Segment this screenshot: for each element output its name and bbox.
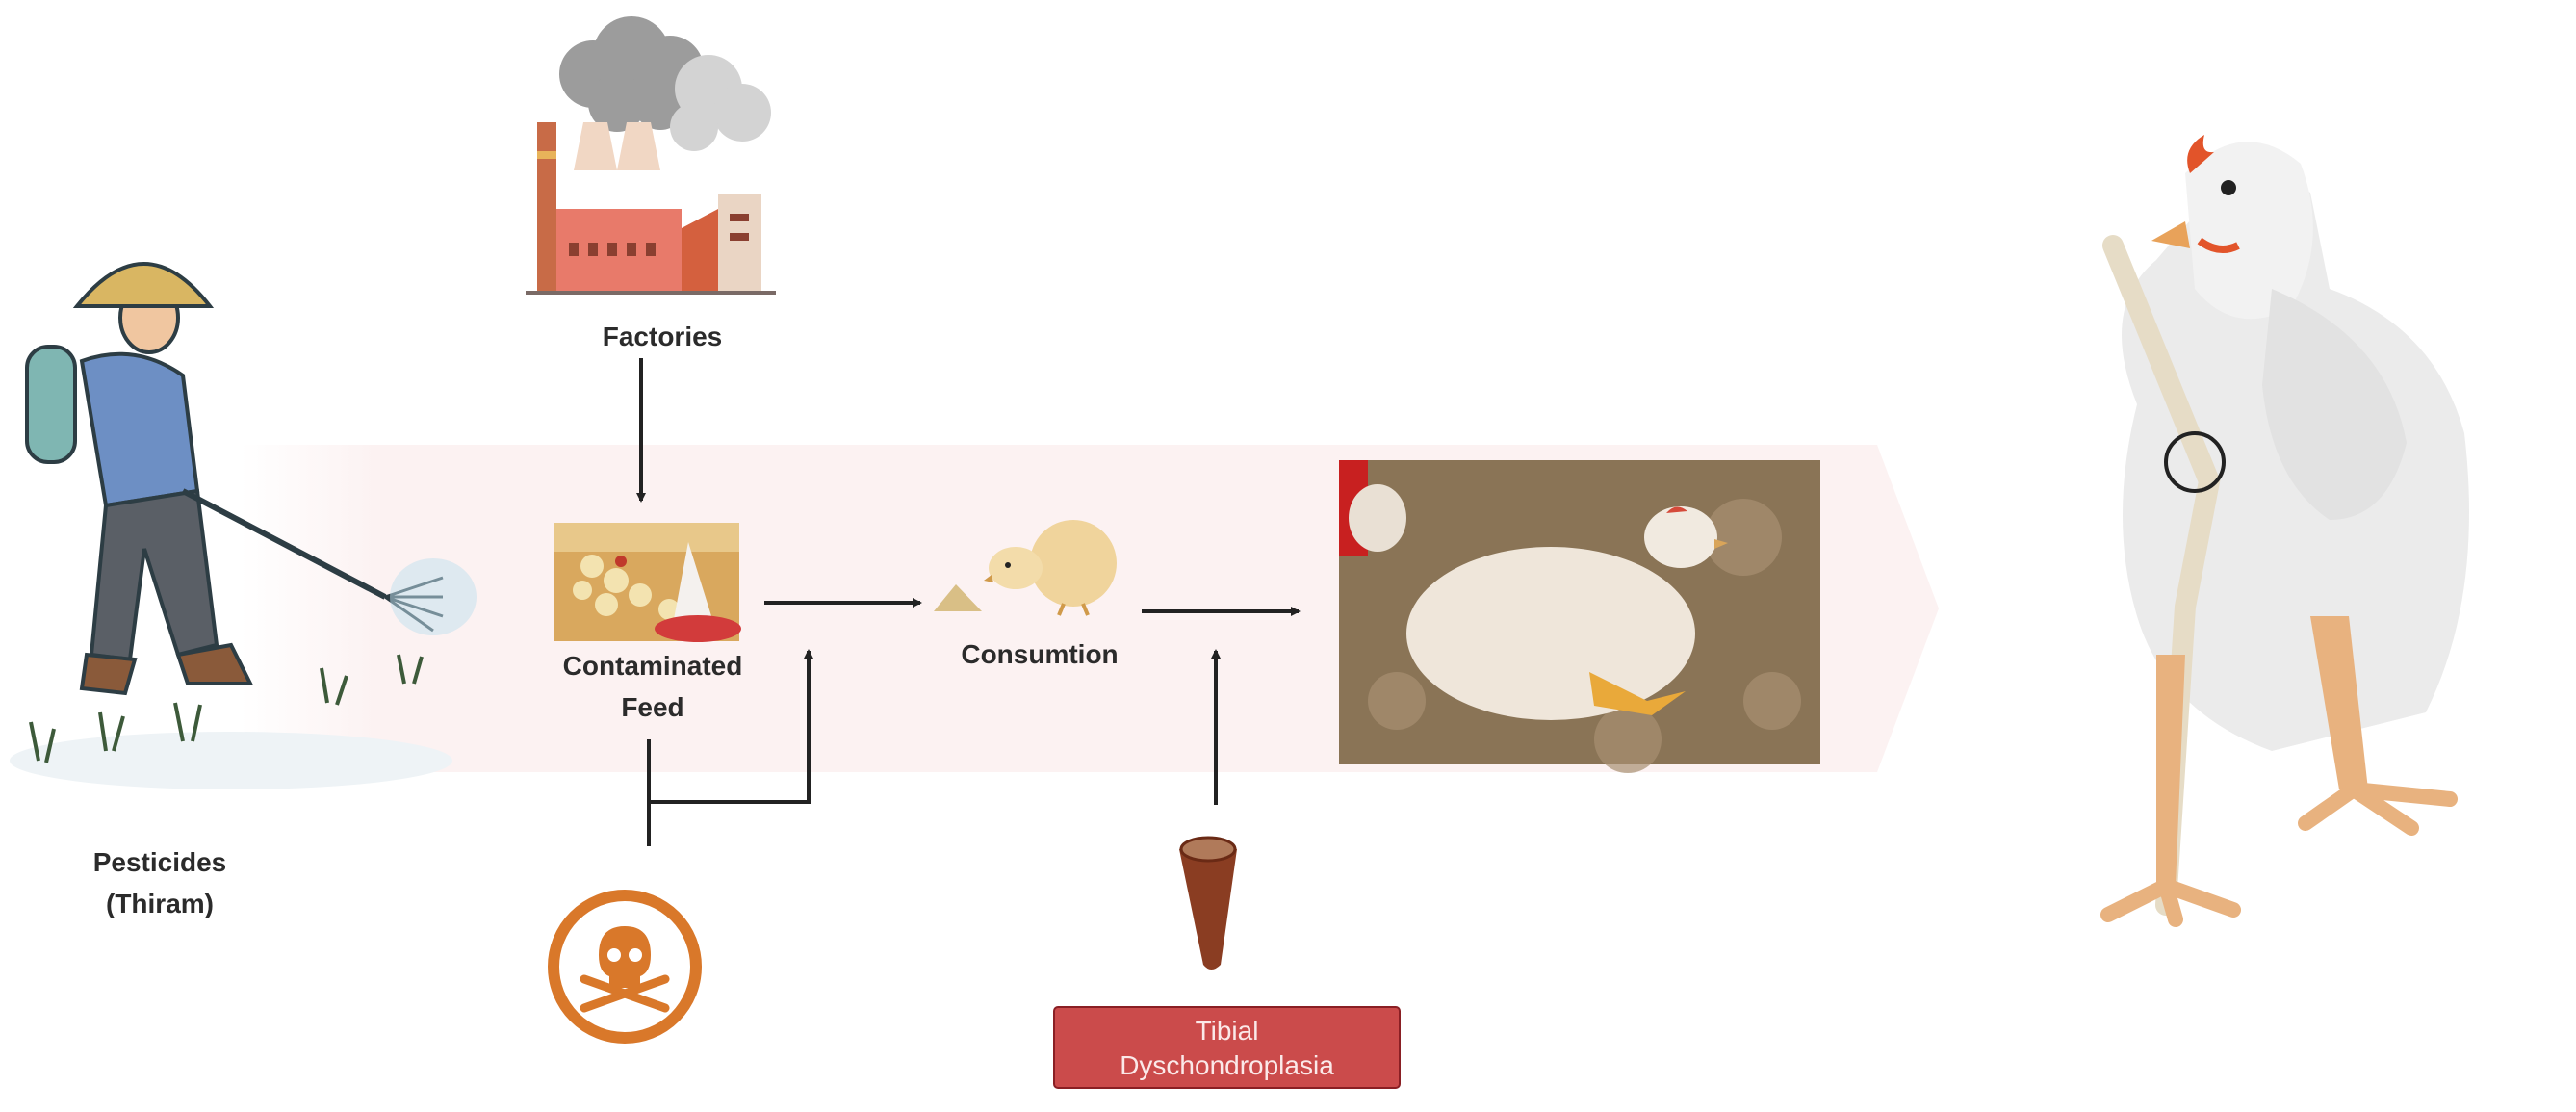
tibial-label-line2: Dyschondroplasia — [1120, 1050, 1334, 1080]
consumption-label: Consumtion — [961, 639, 1119, 669]
tibial-dyschondroplasia-box: Tibial Dyschondroplasia — [1053, 1006, 1401, 1089]
skull-crossbones-toxic-icon — [548, 890, 702, 1044]
chick-eating-feed-illustration — [934, 520, 1117, 616]
tibial-label-line1: Tibial — [1195, 1016, 1259, 1046]
broiler-chicken-tibia-illustration — [2100, 135, 2469, 927]
contaminated-feed-label: Contaminated Feed — [537, 645, 768, 728]
pesticides-label-line2: (Thiram) — [106, 889, 214, 918]
pesticides-label-line1: Pesticides — [92, 847, 227, 877]
contaminated-feed-label-line1: Contaminated — [562, 651, 743, 681]
contaminated-feed-photo — [554, 523, 741, 642]
farmer-spraying-pesticide-illustration — [10, 262, 477, 789]
factory-illustration — [526, 16, 776, 295]
pesticides-label: Pesticides (Thiram) — [64, 841, 256, 924]
contaminated-feed-label-line2: Feed — [621, 692, 684, 722]
lame-broiler-photo — [1339, 460, 1820, 773]
tibia-bone-illustration — [1179, 836, 1237, 970]
factories-label: Factories — [602, 322, 723, 351]
arrow-toxin-loop — [649, 649, 813, 804]
